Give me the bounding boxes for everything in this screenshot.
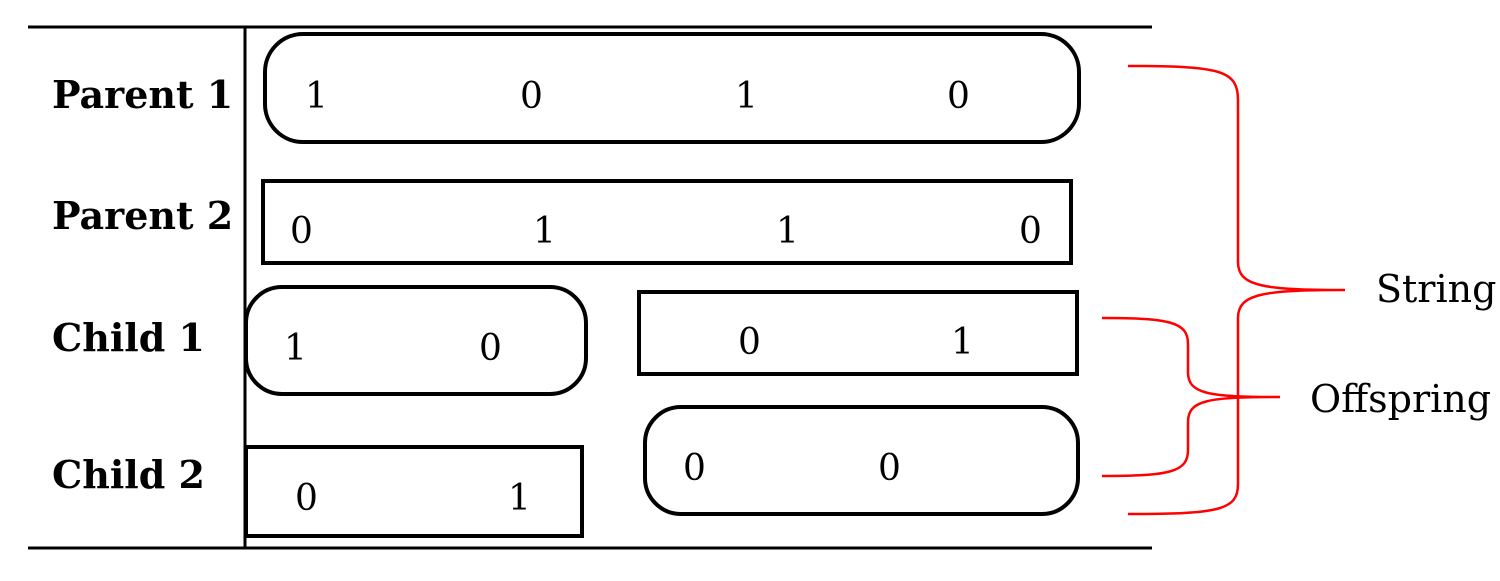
offspring-brace (1101, 316, 1281, 478)
row-label-child-2: Child 2 (52, 452, 205, 497)
offspring-label: Offspring (1310, 377, 1491, 421)
child-2-segment-2-bit-2: 0 (878, 448, 901, 489)
parent-1-bit-2: 0 (520, 76, 543, 117)
child-1-segment-1-bit-1: 1 (284, 328, 307, 369)
child-2-segment-1-bit-2: 1 (508, 478, 531, 519)
child-1-segment-2-bit-2: 1 (951, 322, 974, 363)
string-label: String (1376, 267, 1496, 311)
parent-1-bit-1: 1 (305, 76, 328, 117)
parent-1-bit-3: 1 (735, 76, 758, 117)
parent-2-segment-box (261, 179, 1073, 265)
child-2-segment-2-bit-1: 0 (683, 448, 706, 489)
child-1-segment-2-bit-1: 0 (738, 322, 761, 363)
child-2-segment-1-bit-1: 0 (295, 478, 318, 519)
child-2-segment-2-box (643, 405, 1080, 516)
parent-2-bit-2: 1 (533, 211, 556, 252)
parent-1-segment-box (263, 32, 1081, 144)
parent-2-bit-4: 0 (1019, 211, 1042, 252)
parent-1-bit-4: 0 (947, 76, 970, 117)
parent-2-bit-1: 0 (290, 211, 313, 252)
child-1-segment-1-bit-2: 0 (479, 328, 502, 369)
row-label-child-1: Child 1 (52, 315, 205, 360)
row-label-parent-1: Parent 1 (52, 72, 233, 117)
child-2-segment-1-box (244, 445, 584, 538)
parent-2-bit-3: 1 (776, 211, 799, 252)
child-1-segment-2-box (637, 290, 1079, 376)
string-brace (1127, 64, 1346, 516)
child-1-segment-1-box (244, 285, 588, 396)
row-label-parent-2: Parent 2 (52, 193, 233, 238)
